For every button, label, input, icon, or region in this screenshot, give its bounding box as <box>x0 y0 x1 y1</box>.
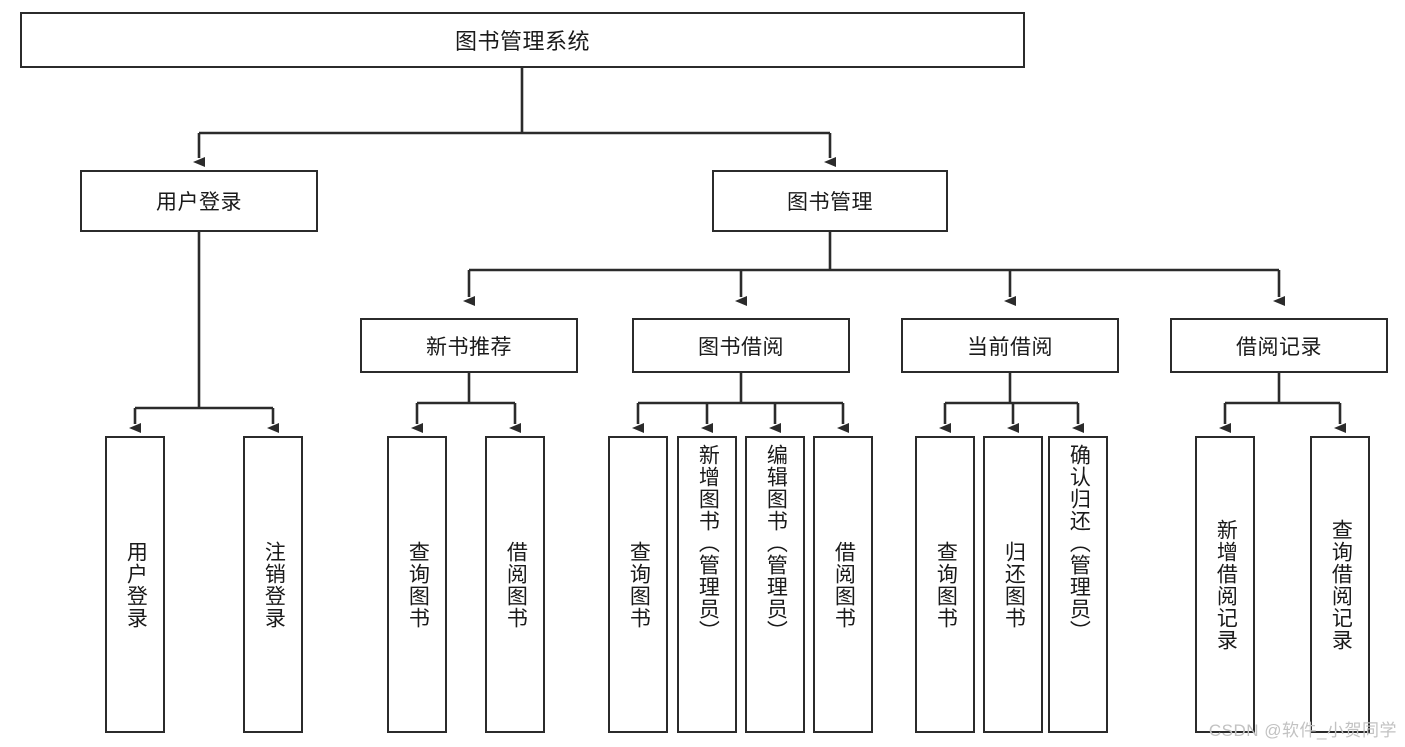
node-leaf-add-book[interactable]: 新增图书（管理员） <box>677 436 737 733</box>
node-current-borrow[interactable]: 当前借阅 <box>901 318 1119 373</box>
node-book-manage[interactable]: 图书管理 <box>712 170 948 232</box>
leaf-label: 用户登录 <box>124 540 148 629</box>
node-leaf-confirm-return[interactable]: 确认归还（管理员） <box>1048 436 1108 733</box>
leaf-label: 编辑图书（管理员） <box>764 444 788 642</box>
leaf-label: 借阅图书 <box>832 540 856 629</box>
leaf-label: 借阅图书 <box>504 540 528 629</box>
node-leaf-borrow-book-2[interactable]: 借阅图书 <box>813 436 873 733</box>
leaf-label: 查询图书 <box>406 540 430 629</box>
node-leaf-return-book[interactable]: 归还图书 <box>983 436 1043 733</box>
node-leaf-add-record[interactable]: 新增借阅记录 <box>1195 436 1255 733</box>
leaf-label: 归还图书 <box>1002 540 1026 629</box>
node-leaf-logout[interactable]: 注销登录 <box>243 436 303 733</box>
leaf-label: 新增图书（管理员） <box>696 444 720 642</box>
node-leaf-borrow-book-1[interactable]: 借阅图书 <box>485 436 545 733</box>
node-new-book-rec[interactable]: 新书推荐 <box>360 318 578 373</box>
leaf-label: 确认归还（管理员） <box>1067 444 1091 642</box>
csdn-watermark: CSDN @软件_小贺同学 <box>1208 721 1397 740</box>
leaf-label: 查询图书 <box>934 540 958 629</box>
node-leaf-query-record[interactable]: 查询借阅记录 <box>1310 436 1370 733</box>
node-borrow-record[interactable]: 借阅记录 <box>1170 318 1388 373</box>
leaf-label: 查询借阅记录 <box>1329 518 1353 651</box>
node-leaf-user-login[interactable]: 用户登录 <box>105 436 165 733</box>
leaf-label: 注销登录 <box>262 540 286 629</box>
leaf-label: 新增借阅记录 <box>1214 518 1238 651</box>
leaf-label: 查询图书 <box>627 540 651 629</box>
node-leaf-query-book-2[interactable]: 查询图书 <box>608 436 668 733</box>
node-book-borrow[interactable]: 图书借阅 <box>632 318 850 373</box>
node-root-system[interactable]: 图书管理系统 <box>20 12 1025 68</box>
node-leaf-query-book-3[interactable]: 查询图书 <box>915 436 975 733</box>
node-leaf-query-book-1[interactable]: 查询图书 <box>387 436 447 733</box>
node-leaf-edit-book[interactable]: 编辑图书（管理员） <box>745 436 805 733</box>
node-user-login[interactable]: 用户登录 <box>80 170 318 232</box>
